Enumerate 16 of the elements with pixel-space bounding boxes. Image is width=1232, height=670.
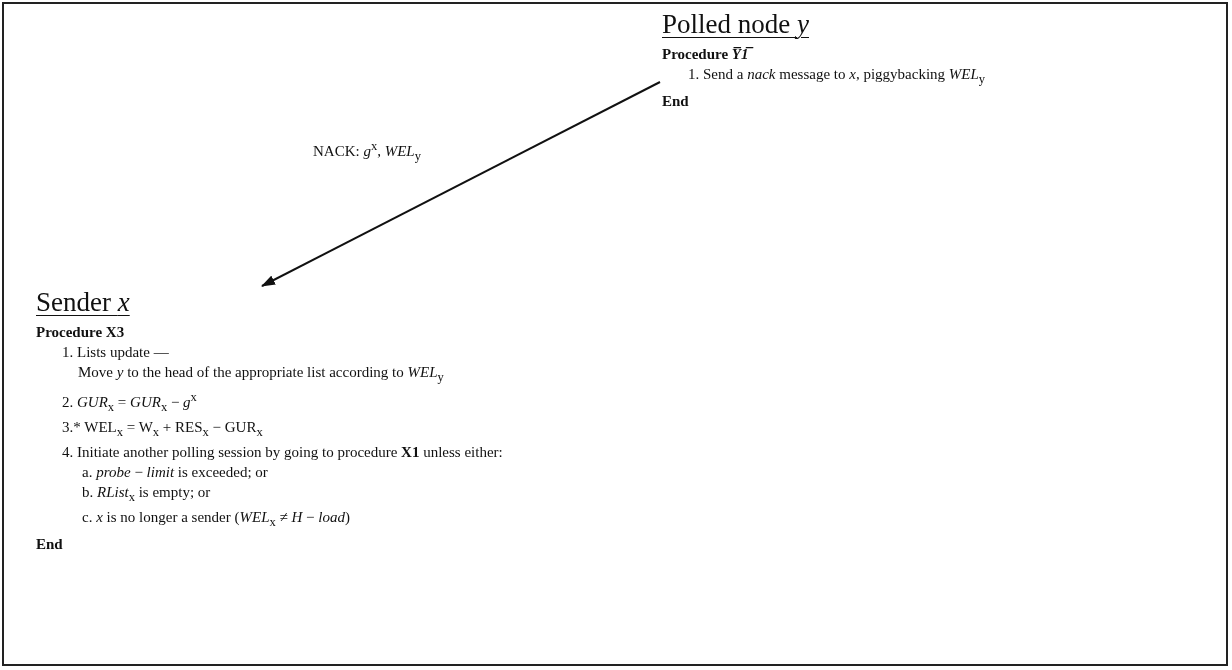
step-text: a. probe − limit is exceeded; or [81, 463, 269, 482]
procedure-text: Procedure X3 [36, 323, 126, 342]
end-text: End [662, 92, 690, 111]
arrow [261, 81, 661, 287]
step-text: 1. Send a nack message to x, piggybacking WEL$_{y}$ [687, 65, 987, 88]
step-text: b. RList$_{x}$ is empty; or [81, 483, 212, 506]
node-heading: Sender x [36, 286, 130, 318]
step-text: 4. Initiate another polling session by going to procedure X1 unless either: [61, 443, 504, 462]
end-text: End [36, 535, 64, 554]
step-text: 1. Lists update — [61, 343, 170, 362]
node-heading: Polled node y [662, 8, 809, 40]
step-text: 3.* WEL$_{x}$ = W$_{x}$ + RES$_{x}$ − GUR$_{x}$ [61, 418, 264, 441]
procedure-text: Procedure Y̅1̅ [662, 44, 1202, 64]
step-text: Move y to the head of the appropriate list according to WEL$_{y}$ [77, 363, 445, 386]
step-text: 2. GUR$_{x}$ = GUR$_{x}$ − g$^{x}$ [61, 389, 198, 416]
step-text: c. x is no longer a sender (WEL$_{x}$ ≠ H − load) [81, 508, 351, 531]
